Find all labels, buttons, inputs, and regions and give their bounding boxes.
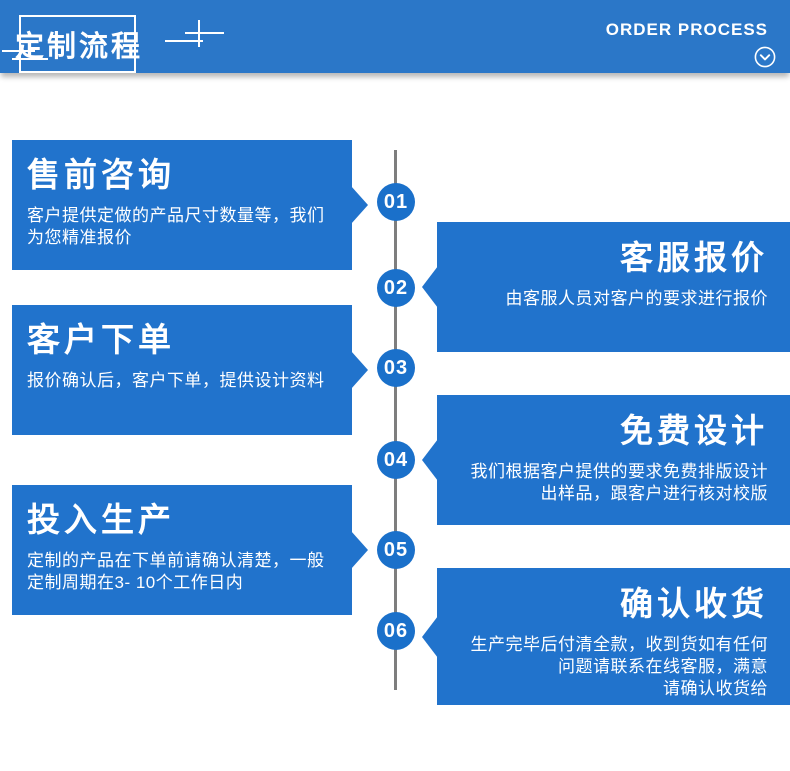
step-description: 客户提供定做的产品尺寸数量等，我们 为您精准报价 xyxy=(27,206,325,247)
decoration-line xyxy=(2,50,35,52)
decoration-line xyxy=(12,58,48,60)
step-title: 免费设计 xyxy=(620,412,768,449)
timeline-node-01: 01 xyxy=(377,183,415,221)
node-number: 01 xyxy=(383,190,409,213)
node-number: 04 xyxy=(383,448,409,471)
timeline-node-04: 04 xyxy=(377,441,415,479)
step-box-free-design: 免费设计 我们根据客户提供的要求免费排版设计 出样品，跟客户进行核对校版 xyxy=(437,395,790,525)
chevron-down-circle-icon xyxy=(754,46,776,68)
step-box-confirm-receipt: 确认收货 生产完毕后付清全款，收到货如有任何 问题请联系在线客服，满意 请确认收… xyxy=(437,568,790,705)
section-title: 定制流程 xyxy=(15,31,144,63)
node-number: 03 xyxy=(383,356,409,379)
step-box-customer-order: 客户下单 报价确认后，客户下单，提供设计资料 xyxy=(12,305,352,435)
decoration-line xyxy=(185,32,224,34)
timeline-node-02: 02 xyxy=(377,269,415,307)
step-description: 生产完毕后付清全款，收到货如有任何 问题请联系在线客服，满意 请确认收货给 xyxy=(470,635,768,698)
step-box-production: 投入生产 定制的产品在下单前请确认清楚，一般 定制周期在3- 10个工作日内 xyxy=(12,485,352,615)
timeline-node-05: 05 xyxy=(377,531,415,569)
timeline-line xyxy=(394,150,397,690)
section-subtitle-en: ORDER PROCESS xyxy=(605,20,768,39)
step-title: 确认收货 xyxy=(620,585,768,622)
node-number: 05 xyxy=(383,538,409,561)
section-title-box: 定制流程 xyxy=(15,15,140,73)
section-header-banner: 定制流程 ORDER PROCESS xyxy=(0,0,790,73)
decoration-line xyxy=(165,40,203,42)
step-description: 报价确认后，客户下单，提供设计资料 xyxy=(27,371,325,391)
step-box-presale-consult: 售前咨询 客户提供定做的产品尺寸数量等，我们 为您精准报价 xyxy=(12,140,352,270)
step-description: 我们根据客户提供的要求免费排版设计 出样品，跟客户进行核对校版 xyxy=(470,462,768,503)
timeline-node-06: 06 xyxy=(377,612,415,650)
step-description: 由客服人员对客户的要求进行报价 xyxy=(505,289,768,309)
step-box-service-quote: 客服报价 由客服人员对客户的要求进行报价 xyxy=(437,222,790,352)
step-description: 定制的产品在下单前请确认清楚，一般 定制周期在3- 10个工作日内 xyxy=(27,551,325,592)
step-title: 客服报价 xyxy=(620,239,768,276)
node-number: 06 xyxy=(383,619,409,642)
step-title: 客户下单 xyxy=(27,321,175,358)
node-number: 02 xyxy=(383,276,409,299)
step-title: 投入生产 xyxy=(27,501,175,538)
timeline-node-03: 03 xyxy=(377,349,415,387)
decoration-line xyxy=(198,20,200,47)
step-title: 售前咨询 xyxy=(27,156,175,193)
